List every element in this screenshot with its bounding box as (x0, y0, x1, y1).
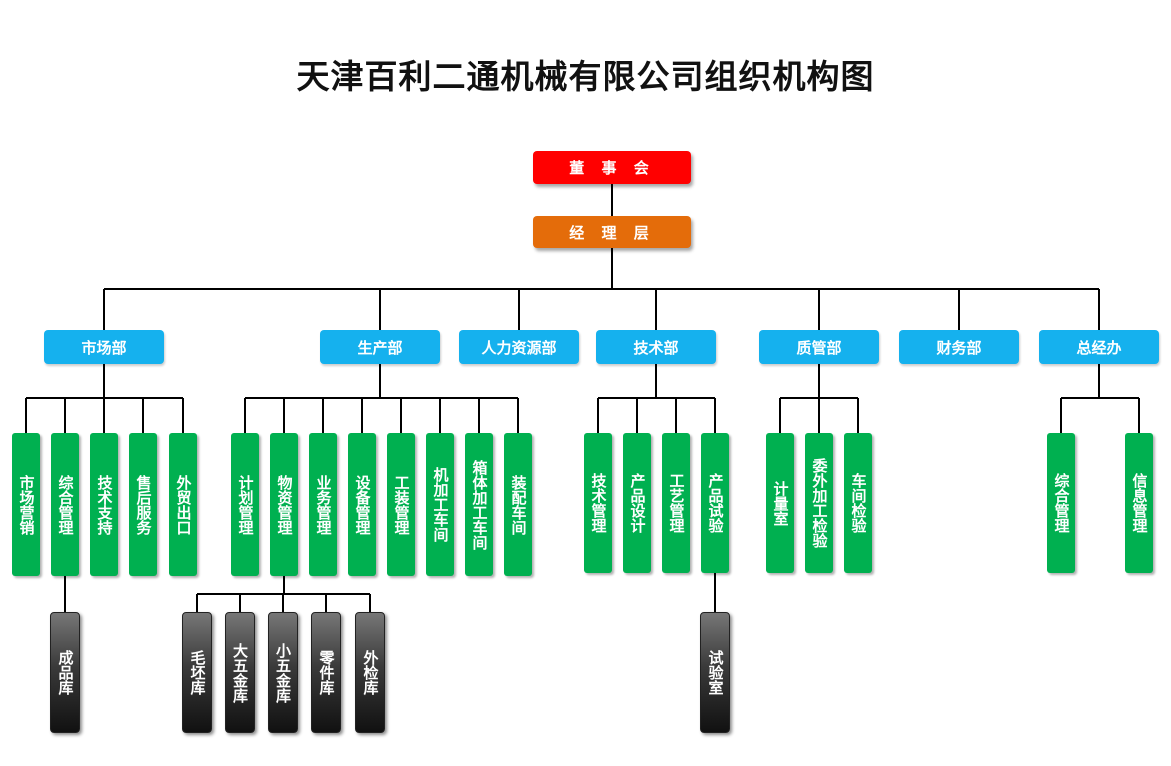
material-store: 小五金库 (268, 612, 298, 733)
production-unit: 装配车间 (504, 433, 532, 576)
production-unit: 设备管理 (348, 433, 376, 576)
tech-unit: 产品试验 (701, 433, 729, 573)
material-store: 毛坯库 (182, 612, 212, 733)
material-store: 零件库 (311, 612, 341, 733)
production-unit: 箱体加工车间 (465, 433, 493, 576)
production-unit: 业务管理 (309, 433, 337, 576)
dept-office: 总经办 (1039, 330, 1159, 364)
tech-unit: 工艺管理 (662, 433, 690, 573)
chart-title: 天津百利二通机械有限公司组织机构图 (296, 57, 875, 96)
dept-hr: 人力资源部 (459, 330, 579, 364)
market-unit: 技术支持 (90, 433, 118, 576)
test-room: 试验室 (700, 612, 730, 733)
dept-finance: 财务部 (899, 330, 1019, 364)
market-unit: 综合管理 (51, 433, 79, 576)
production-unit: 计划管理 (231, 433, 259, 576)
market-store: 成品库 (50, 612, 80, 733)
quality-unit: 委外加工检验 (805, 433, 833, 573)
dept-market: 市场部 (44, 330, 164, 364)
office-unit: 综合管理 (1047, 433, 1075, 573)
office-unit: 信息管理 (1125, 433, 1153, 573)
production-unit: 物资管理 (270, 433, 298, 576)
dept-quality: 质管部 (759, 330, 879, 364)
market-unit: 售后服务 (129, 433, 157, 576)
management-box: 经 理 层 (533, 216, 691, 248)
material-store: 外检库 (355, 612, 385, 733)
tech-unit: 技术管理 (584, 433, 612, 573)
quality-unit: 车间检验 (844, 433, 872, 573)
market-unit: 市场营销 (12, 433, 40, 576)
production-unit: 工装管理 (387, 433, 415, 576)
tech-unit: 产品设计 (623, 433, 651, 573)
material-store: 大五金库 (225, 612, 255, 733)
dept-tech: 技术部 (596, 330, 716, 364)
production-unit: 机加工车间 (426, 433, 454, 576)
dept-production: 生产部 (320, 330, 440, 364)
quality-unit: 计量室 (766, 433, 794, 573)
market-unit: 外贸出口 (169, 433, 197, 576)
board-box: 董 事 会 (533, 151, 691, 184)
